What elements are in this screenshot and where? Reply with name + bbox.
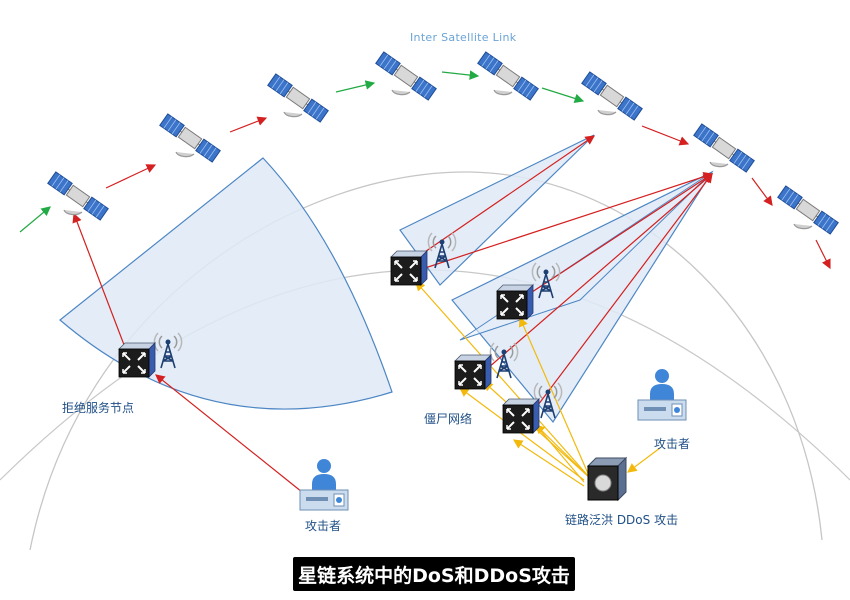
satellite-icon <box>580 70 644 122</box>
attacker-terminal-icon <box>637 368 687 421</box>
satellite-icon <box>476 50 540 102</box>
botnet-uplink <box>415 135 595 259</box>
isl-link <box>105 164 157 189</box>
command-line <box>627 447 661 473</box>
server-icon <box>587 457 627 501</box>
router-icon <box>118 342 156 378</box>
satellite-icon <box>158 112 222 164</box>
botnet-uplink <box>487 173 713 369</box>
satellite-icon <box>776 184 840 236</box>
botnet-uplink <box>537 173 713 406</box>
attacker-right-label: 攻击者 <box>654 437 691 451</box>
command-line <box>539 429 585 483</box>
isl-label: Inter Satellite Link <box>410 31 517 44</box>
isl-link <box>19 206 51 233</box>
botnet-uplink <box>424 172 714 269</box>
isl-link <box>541 87 585 104</box>
router-icon <box>390 250 428 286</box>
botnet-uplink <box>525 173 714 297</box>
satellite-icon <box>374 50 438 102</box>
isl-link <box>815 239 831 270</box>
satellite-icon <box>46 170 110 222</box>
botnet-label: 僵尸网络 <box>424 412 473 426</box>
attacker-left-label: 攻击者 <box>305 519 342 533</box>
command-line <box>459 387 585 481</box>
isl-link <box>335 80 376 93</box>
satellite-icon <box>692 122 756 174</box>
attacker-terminal-icon <box>299 458 349 511</box>
dos-node-label: 拒绝服务节点 <box>62 401 135 415</box>
command-line <box>512 439 585 487</box>
isl-link <box>441 70 480 80</box>
command-line <box>535 424 591 479</box>
isl-link <box>751 177 773 206</box>
beam-left-sector <box>59 157 393 410</box>
caption-text: 星链系统中的DoS和DDoS攻击 <box>298 564 570 587</box>
router-icon <box>454 354 492 390</box>
router-icon <box>502 398 540 434</box>
isl-link <box>641 125 690 146</box>
satellite-icon <box>266 72 330 124</box>
dos-attack-line <box>155 374 303 493</box>
dos-uplink <box>72 212 127 351</box>
router-icon <box>496 284 534 320</box>
link-flood-label: 链路泛洪 DDoS 攻击 <box>565 513 679 527</box>
isl-link <box>229 116 268 133</box>
caption-bar: 星链系统中的DoS和DDoS攻击 <box>293 557 575 591</box>
command-line <box>415 281 591 479</box>
